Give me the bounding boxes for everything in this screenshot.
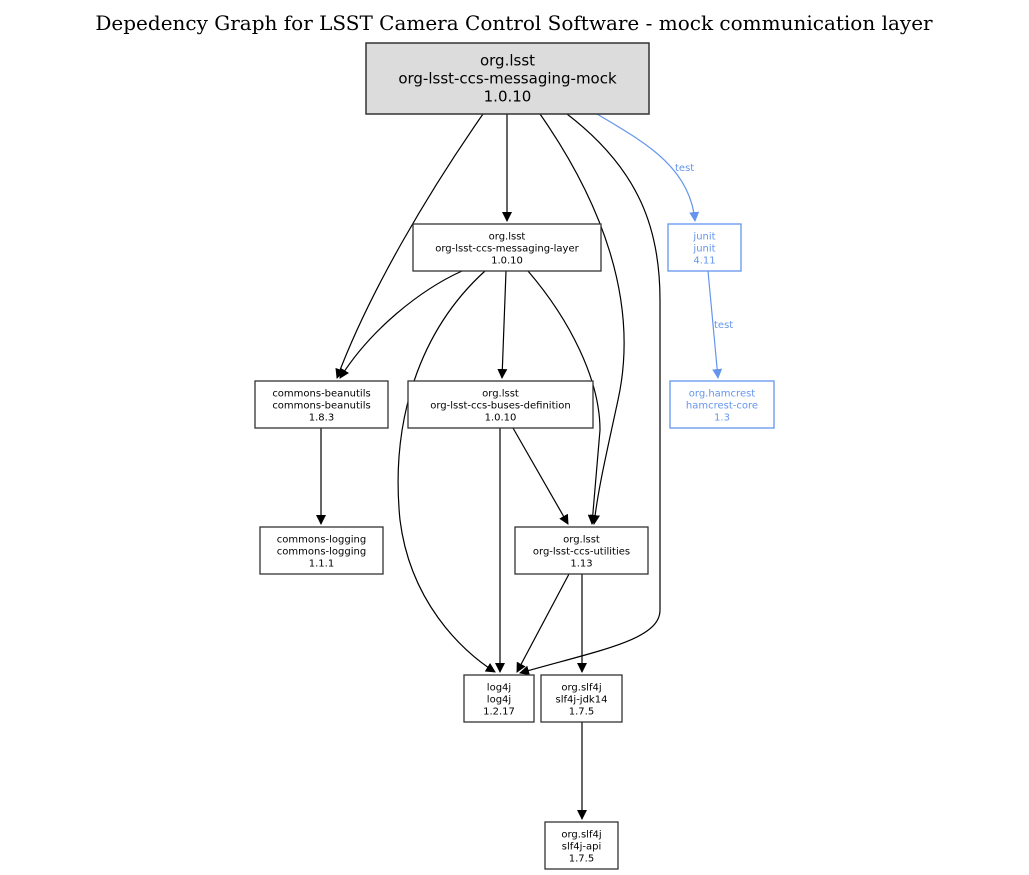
- node-version: 1.7.5: [569, 854, 594, 865]
- edge-label: test: [675, 163, 694, 174]
- node-box: [407, 380, 594, 429]
- edge-mock-to-beanutils: [335, 113, 484, 379]
- node-group-id: commons-beanutils: [272, 389, 370, 400]
- edge-junit-to-hamcrest: [707, 270, 723, 379]
- node-layer[interactable]: org.lsstorg-lsst-ccs-messaging-layer1.0.…: [412, 223, 602, 272]
- node-group-id: junit: [692, 232, 715, 243]
- node-version: 1.0.10: [484, 88, 532, 106]
- edges: test test: [316, 113, 733, 820]
- node-version: 4.11: [693, 256, 715, 267]
- edge-layer-to-utilities: [527, 270, 601, 525]
- node-version: 1.2.17: [483, 707, 515, 718]
- node-group-id: org.lsst: [480, 52, 535, 70]
- edge-mock-to-utilities: [539, 113, 625, 525]
- edge-layer-to-buses: [497, 270, 508, 379]
- edge-mock-to-junit: [596, 113, 700, 222]
- node-version: 1.13: [570, 559, 592, 570]
- node-version: 1.0.10: [491, 256, 523, 267]
- graph-title: Depedency Graph for LSST Camera Control …: [95, 11, 933, 35]
- node-box: [463, 674, 535, 723]
- node-group-id: org.slf4j: [561, 683, 601, 694]
- node-artifact-id: slf4j-jdk14: [556, 695, 608, 706]
- node-artifact-id: org-lsst-ccs-utilities: [533, 547, 630, 558]
- node-artifact-id: commons-beanutils: [272, 401, 370, 412]
- node-mock[interactable]: org.lsstorg-lsst-ccs-messaging-mock1.0.1…: [365, 42, 650, 115]
- node-artifact-id: slf4j-api: [562, 842, 602, 853]
- node-version: 1.3: [714, 413, 730, 424]
- nodes: org.lsstorg-lsst-ccs-messaging-mock1.0.1…: [254, 42, 775, 870]
- node-box: [365, 42, 650, 115]
- node-artifact-id: hamcrest-core: [686, 401, 758, 412]
- node-artifact-id: org-lsst-ccs-buses-definition: [430, 401, 571, 412]
- edge-layer-to-log4j: [397, 270, 496, 673]
- node-artifact-id: log4j: [487, 695, 511, 706]
- node-group-id: org.slf4j: [561, 830, 601, 841]
- node-group-id: org.hamcrest: [689, 389, 756, 400]
- node-version: 1.7.5: [569, 707, 594, 718]
- node-box: [412, 223, 602, 272]
- node-artifact-id: org-lsst-ccs-messaging-layer: [435, 244, 579, 255]
- node-group-id: commons-logging: [277, 535, 366, 546]
- node-version: 1.1.1: [309, 559, 334, 570]
- node-box: [259, 526, 384, 575]
- edge-utilities-to-log4j: [516, 573, 570, 673]
- node-group-id: org.lsst: [482, 389, 519, 400]
- node-version: 1.8.3: [309, 413, 334, 424]
- node-artifact-id: junit: [692, 244, 715, 255]
- node-version: 1.0.10: [485, 413, 517, 424]
- edge-label: test: [714, 320, 733, 331]
- node-box: [514, 526, 649, 575]
- node-group-id: org.lsst: [489, 232, 526, 243]
- node-box: [544, 821, 619, 870]
- node-group-id: org.lsst: [563, 535, 600, 546]
- edge-layer-to-beanutils: [339, 270, 463, 379]
- node-box: [254, 380, 389, 429]
- node-buses[interactable]: org.lsstorg-lsst-ccs-buses-definition1.0…: [407, 380, 594, 429]
- edge-buses-to-utilities: [512, 427, 569, 525]
- edge-mock-to-log4j: [519, 113, 661, 676]
- node-box: [667, 223, 742, 272]
- node-group-id: log4j: [487, 683, 511, 694]
- node-artifact-id: org-lsst-ccs-messaging-mock: [398, 70, 617, 88]
- node-artifact-id: commons-logging: [277, 547, 366, 558]
- node-box: [540, 674, 623, 723]
- node-box: [669, 380, 775, 429]
